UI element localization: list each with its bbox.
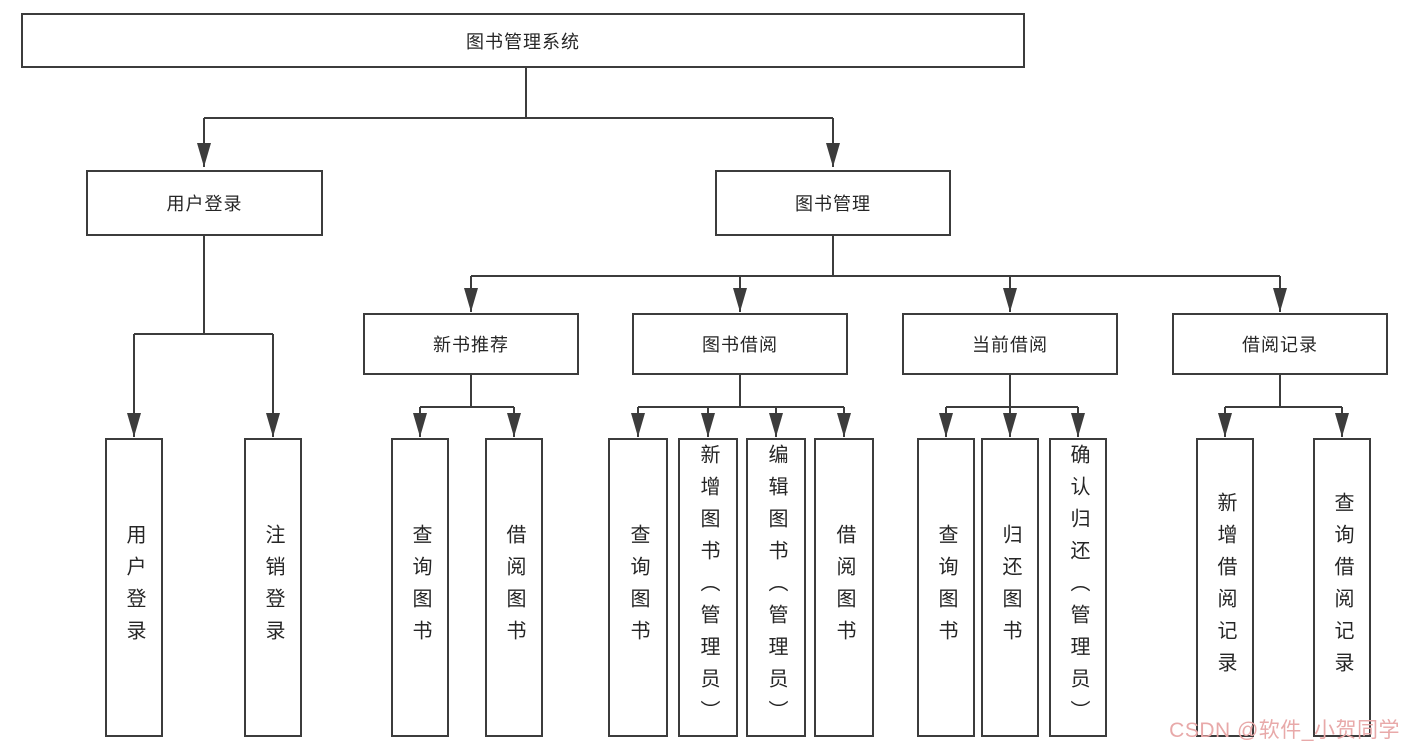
- leaf-records-add-record: 新增借阅记录: [1196, 438, 1254, 737]
- leaf-borrowing-borrow-books: 借阅图书: [814, 438, 874, 737]
- leaf-records-query-record-label: 查询借阅记录: [1331, 491, 1353, 684]
- leaf-records-add-record-label: 新增借阅记录: [1214, 491, 1236, 684]
- leaf-current-query-books-label: 查询图书: [935, 523, 957, 652]
- node-book-borrowing-label: 图书借阅: [702, 335, 778, 355]
- node-new-book-recommendation-label: 新书推荐: [433, 335, 509, 355]
- leaf-recommend-query-books-label: 查询图书: [409, 523, 431, 652]
- node-user-login: 用户登录: [86, 170, 323, 236]
- leaf-borrowing-edit-books-admin-label: 编辑图书（管理员）: [765, 443, 787, 732]
- node-current-borrowing-label: 当前借阅: [972, 335, 1048, 355]
- leaf-logout: 注销登录: [244, 438, 302, 737]
- node-book-management-label: 图书管理: [795, 194, 871, 214]
- node-current-borrowing: 当前借阅: [902, 313, 1118, 375]
- leaf-borrowing-add-books-admin: 新增图书（管理员）: [678, 438, 738, 737]
- leaf-records-query-record: 查询借阅记录: [1313, 438, 1371, 737]
- leaf-borrowing-add-books-admin-label: 新增图书（管理员）: [697, 443, 719, 732]
- leaf-recommend-borrow-books-label: 借阅图书: [503, 523, 525, 652]
- leaf-user-login-label: 用户登录: [123, 523, 145, 652]
- leaf-user-login: 用户登录: [105, 438, 163, 737]
- node-borrowing-records: 借阅记录: [1172, 313, 1388, 375]
- leaf-borrowing-query-books-label: 查询图书: [627, 523, 649, 652]
- leaf-current-query-books: 查询图书: [917, 438, 975, 737]
- node-book-management: 图书管理: [715, 170, 951, 236]
- csdn-watermark: CSDN @软件_小贺同学: [1169, 719, 1400, 742]
- node-borrowing-records-label: 借阅记录: [1242, 335, 1318, 355]
- leaf-borrowing-edit-books-admin: 编辑图书（管理员）: [746, 438, 806, 737]
- node-user-login-label: 用户登录: [166, 194, 243, 214]
- leaf-current-confirm-return-admin: 确认归还（管理员）: [1049, 438, 1107, 737]
- leaf-current-return-books-label: 归还图书: [999, 523, 1021, 652]
- leaf-current-return-books: 归还图书: [981, 438, 1039, 737]
- leaf-recommend-query-books: 查询图书: [391, 438, 449, 737]
- node-root-label: 图书管理系统: [466, 31, 580, 52]
- leaf-current-confirm-return-admin-label: 确认归还（管理员）: [1067, 443, 1089, 732]
- node-root: 图书管理系统: [21, 13, 1025, 68]
- leaf-borrowing-query-books: 查询图书: [608, 438, 668, 737]
- leaf-borrowing-borrow-books-label: 借阅图书: [833, 523, 855, 652]
- leaf-recommend-borrow-books: 借阅图书: [485, 438, 543, 737]
- leaf-logout-label: 注销登录: [262, 523, 284, 652]
- node-book-borrowing: 图书借阅: [632, 313, 848, 375]
- node-new-book-recommendation: 新书推荐: [363, 313, 579, 375]
